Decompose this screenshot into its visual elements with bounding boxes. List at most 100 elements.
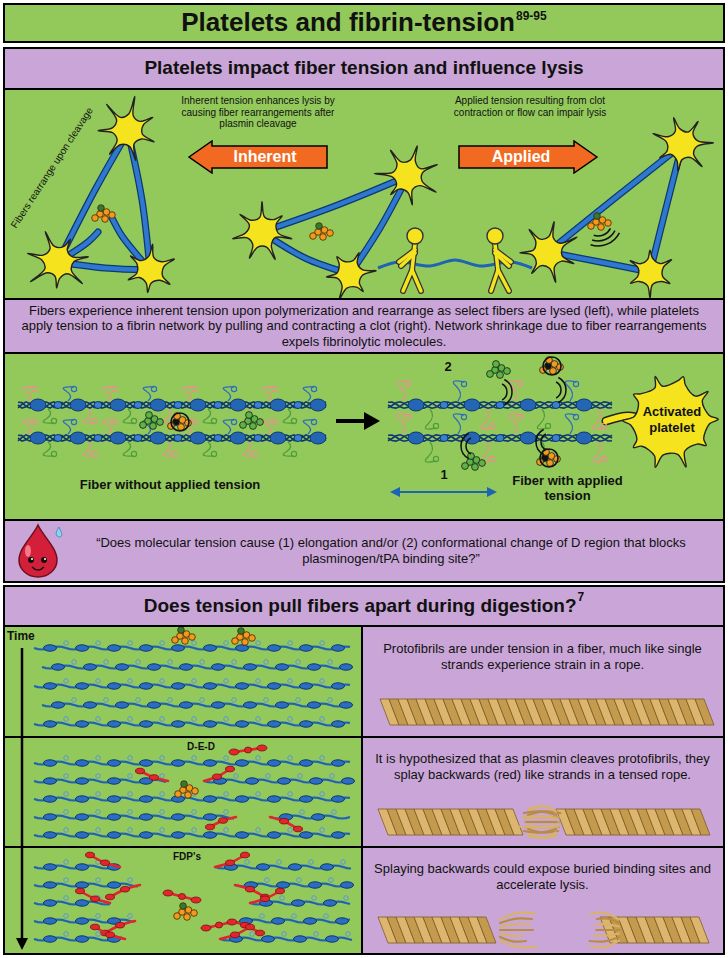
protofibril-nodule [340,702,353,708]
rope-strand [695,699,714,725]
drop-body [19,525,57,577]
tpa-bead [178,424,185,431]
protofibril-nodule [204,760,217,766]
d-nodule [150,432,166,444]
protofibril-coil [96,679,101,684]
protofibril-coil [332,810,337,815]
alpha-c-coil [131,418,136,423]
alpha-c-coil [91,451,96,456]
title-line: Platelets and fibrin-tension89-95 [181,7,546,38]
protofibril-nodule [236,760,249,766]
protofibril-coil [330,774,335,779]
protofibril-coil [320,828,325,833]
splayed-protofibril [90,855,120,867]
explanation-text: Splaying backwards could expose buried b… [363,849,722,905]
alpha-c-region [223,387,234,401]
fragment-nodule [229,749,239,755]
protofibril-nodule [236,645,249,651]
e-nodule [134,402,142,409]
protofibril-nodule [342,778,355,784]
rope-strand [504,809,523,835]
protofibril-nodule [332,832,345,838]
rope-fray [591,941,619,948]
e-nodule [552,435,560,442]
rope-fray [524,829,556,833]
motion-line [594,228,611,236]
alpha-c-region [565,381,576,401]
splayed-protofibril [110,885,140,897]
platelet [233,202,292,260]
alpha-c-region [43,442,54,456]
protofibril-coil [128,679,133,684]
figure-head [487,228,503,244]
fiber-caption: Fiber with applied tension [505,474,630,504]
e-nodule [174,435,182,442]
alpha-c-coil [31,386,36,391]
d-nodule [30,432,46,444]
protofibril-coil [200,698,205,703]
protofibril-nodule [310,778,323,784]
row-divider [5,736,723,738]
d-nodule [270,432,286,444]
rope-fray [594,934,619,936]
citation-superscript: 89-95 [516,9,547,23]
protofibril-coil [296,698,301,703]
plasmin-bead [182,638,189,645]
protofibril-coil [96,717,101,722]
plasminogen-bead [257,419,264,426]
protofibril-nodule [108,814,121,820]
protofibril-nodule [300,683,313,689]
d-nodule [70,432,86,444]
motion-line [558,378,566,403]
alpha-c-region [481,442,492,462]
d-nodule [150,399,166,411]
splayed-nodule [101,860,110,866]
protofibril-nodule [300,721,313,727]
protofibril-coil [250,932,255,937]
protofibril-coil [232,698,237,703]
protofibril-coil [128,792,133,797]
protofibril-nodule [268,683,281,689]
protofibril-coil [200,660,205,665]
protofibril-nodule [140,760,153,766]
alpha-c-coil [271,386,276,391]
alpha-c-coil [517,414,522,419]
citation-superscript: 7 [578,590,585,604]
alpha-c-coil [211,451,216,456]
protofibril-coil [96,914,101,919]
direction-arrow-text: Applied [492,147,551,166]
protofibril-nodule [262,936,275,942]
protofibril-coil [64,810,69,815]
plasminogen-bead [479,460,486,467]
alpha-c-coil [405,414,410,419]
alpha-c-region [103,420,114,434]
splayed-nodule [246,886,255,892]
alpha-c-coil [51,418,56,423]
alpha-c-coil [71,386,76,391]
plasmin-bead [174,913,181,920]
rope-fray [597,918,619,923]
alpha-c-region [509,414,520,434]
plasmin-bead [184,914,191,921]
explanation-text-text: Splaying backwards could expose buried b… [373,861,712,892]
e-nodule [496,402,504,409]
protofibril-nodule [268,760,281,766]
alpha-c-coil [433,423,438,428]
protofibril-coil [296,660,301,665]
fiber-caption: Fiber without applied tension [40,478,300,493]
alpha-c-region [425,442,436,462]
alpha-c-coil [211,418,216,423]
protofibril-nodule [332,760,345,766]
protofibril-coil [324,914,329,919]
d-nodule [110,432,126,444]
alpha-c-region [481,409,492,429]
protofibril-nodule [326,936,339,942]
protofibril-nodule [341,882,354,888]
arrow-head [364,412,380,430]
e-nodule [496,435,504,442]
plasminogen-bead [246,412,253,419]
e-nodule [254,435,262,442]
alpha-c-coil [231,386,236,391]
annotation-text: Applied tension resulting from clot cont… [448,95,612,118]
plasminogen-bead [250,423,257,430]
